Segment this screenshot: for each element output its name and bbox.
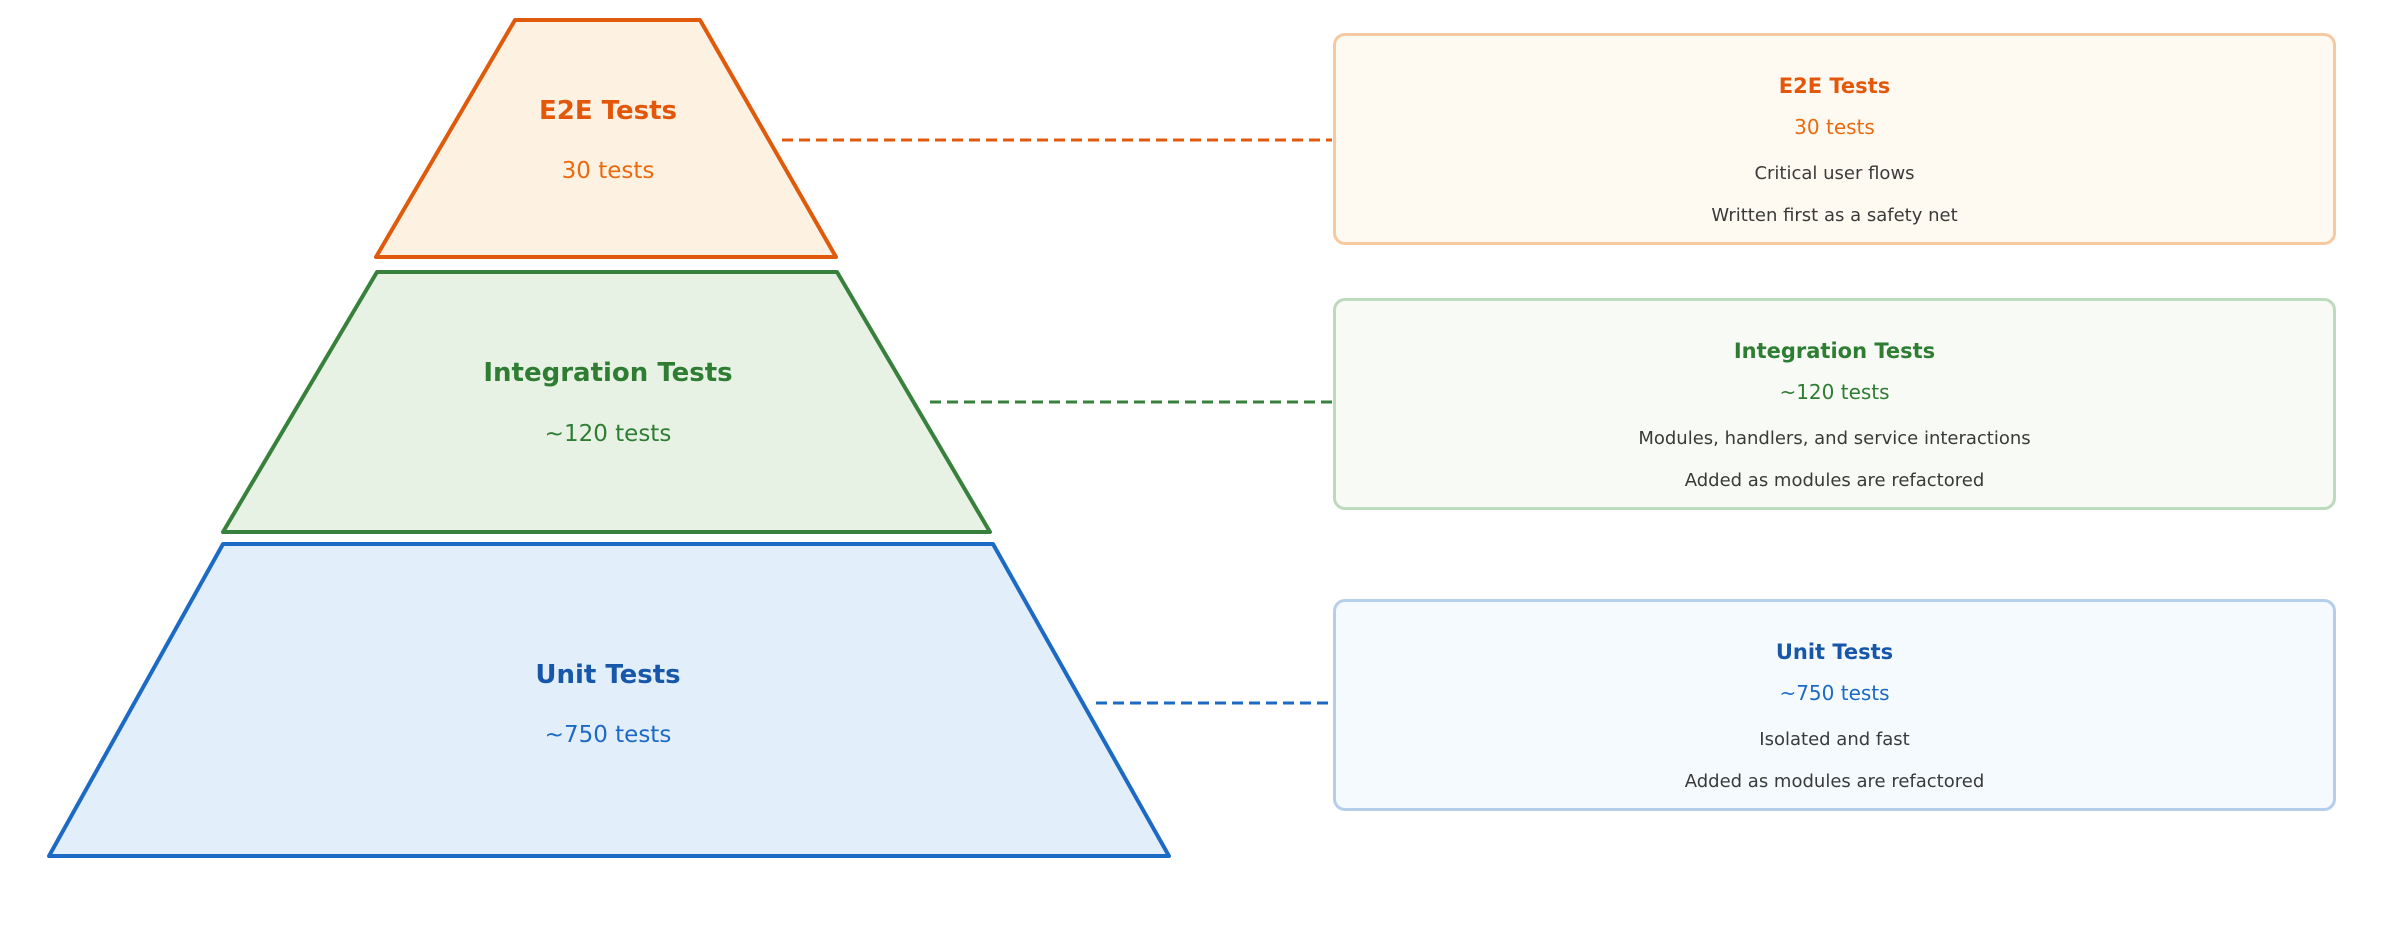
e2e-card-title: E2E Tests [1778,74,1891,98]
unit-card: Unit Tests ~750 tests Isolated and fast … [1333,599,2336,811]
integration-card-count: ~120 tests [1779,380,1890,404]
unit-card-title: Unit Tests [1775,640,1894,664]
unit-card-detail: Isolated and fast [1759,729,1910,750]
integration-card-title: Integration Tests [1733,339,1936,363]
unit-level-shape [47,542,1171,858]
integration-card: Integration Tests ~120 tests Modules, ha… [1333,298,2336,510]
unit-card-detail: Added as modules are refactored [1684,771,1985,792]
integration-card-detail: Modules, handlers, and service interacti… [1638,428,2031,449]
e2e-card-count: 30 tests [1794,115,1875,139]
e2e-card-detail: Written first as a safety net [1711,205,1958,226]
e2e-card-detail: Critical user flows [1754,163,1915,184]
e2e-card: E2E Tests 30 tests Critical user flows W… [1333,33,2336,245]
integration-card-detail: Added as modules are refactored [1684,470,1985,491]
unit-card-count: ~750 tests [1779,681,1890,705]
integration-level-shape [221,270,992,534]
e2e-level-shape [374,18,838,259]
